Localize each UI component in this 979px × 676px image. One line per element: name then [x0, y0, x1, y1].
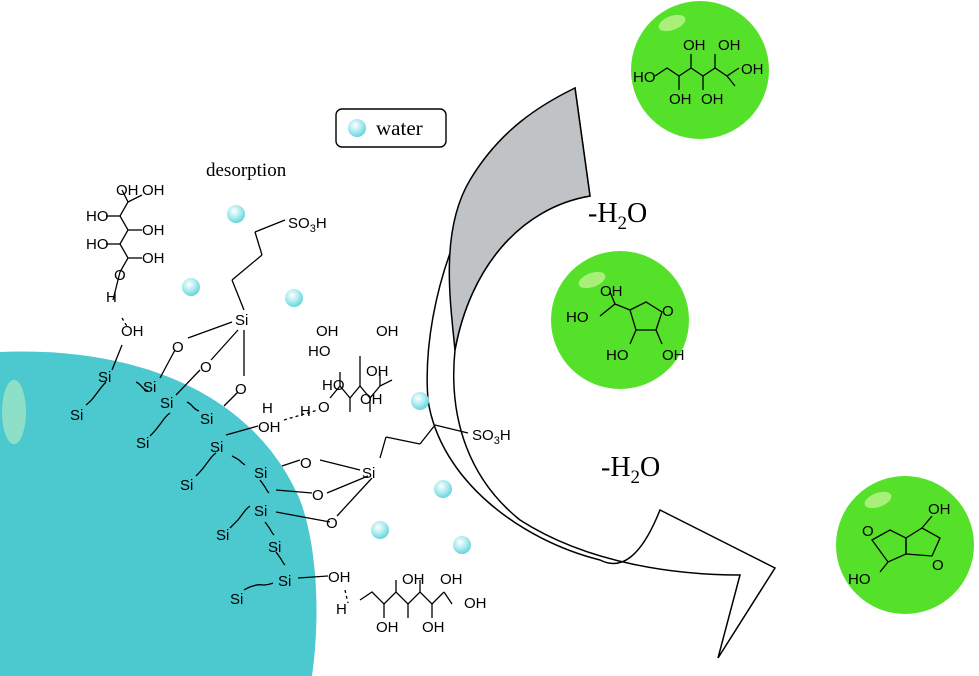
hydroxyl-label: OH — [360, 391, 383, 408]
curved-arrow-shaded — [448, 86, 591, 351]
si-atom: Si — [235, 312, 248, 329]
water-bead — [182, 278, 200, 296]
water-bead — [411, 392, 429, 410]
oxygen-atom: O — [114, 267, 126, 284]
si-atom: Si — [268, 539, 281, 556]
water-legend-label: water — [376, 116, 423, 140]
oxygen-atom: O — [235, 381, 247, 398]
hydroxyl-label: OH — [142, 182, 165, 199]
si-atom: Si — [160, 395, 173, 412]
hydroxyl-label: HO — [308, 343, 331, 360]
oxygen-atom: O — [172, 339, 184, 356]
surface-bonds — [85, 219, 469, 604]
hydroxyl-label: OH — [142, 222, 165, 239]
hydrogen-atom: H — [336, 601, 347, 618]
isosorbide-sphere: O O OH HO — [836, 476, 974, 614]
oxygen-atom: OH — [121, 323, 144, 340]
hydroxyl-label: OH — [402, 571, 425, 588]
hydroxyl-label: OH — [683, 37, 706, 54]
sorbitan-sphere: OH HO O HO OH — [551, 251, 689, 389]
oxygen-atom: O — [326, 515, 338, 532]
oxygen-atom: OH — [258, 419, 281, 436]
hydroxyl-label: HO — [606, 347, 629, 364]
surface-atoms: Si Si Si Si Si Si Si Si Si Si Si Si Si S… — [70, 215, 511, 618]
si-atom: Si — [216, 527, 229, 544]
hydroxyl-label: OH — [366, 363, 389, 380]
si-atom: Si — [230, 591, 243, 608]
sulfonic-group: SO3H — [288, 215, 327, 235]
oxygen-atom: O — [862, 523, 874, 540]
si-atom: Si — [70, 407, 83, 424]
hydroxyl-label: OH — [928, 501, 951, 518]
desorption-label: desorption — [206, 160, 287, 181]
si-atom: Si — [278, 573, 291, 590]
si-atom: Si — [200, 411, 213, 428]
water-bead — [371, 521, 389, 539]
hydrogen-atom: H — [262, 400, 273, 417]
si-atom: Si — [98, 369, 111, 386]
product-highlight — [864, 491, 892, 509]
product-sphere — [836, 476, 974, 614]
hydroxyl-label: HO — [86, 236, 109, 253]
hydroxyl-label: OH — [701, 91, 724, 108]
si-atom: Si — [362, 465, 375, 482]
product-highlight — [658, 14, 686, 32]
oxygen-atom: O — [318, 399, 330, 416]
si-atom: Si — [254, 503, 267, 520]
hydroxyl-label: OH — [440, 571, 463, 588]
hydrogen-atom: H — [300, 403, 311, 420]
hydroxyl-label: OH — [142, 250, 165, 267]
water-bead — [434, 480, 452, 498]
water-molecules — [182, 205, 471, 554]
dehydration-label-2: -H2O — [601, 452, 660, 488]
sorbitol-bottom: OH OH OH OH OH — [359, 571, 487, 636]
si-atom: Si — [143, 379, 156, 396]
oxygen-atom: O — [300, 455, 312, 472]
silica-highlight — [2, 380, 26, 444]
sorbitol-top-left: OH OH HO OH HO OH O — [86, 182, 165, 284]
water-bead — [227, 205, 245, 223]
hydroxyl-label: OH — [741, 61, 764, 78]
product-sphere — [631, 1, 769, 139]
hydroxyl-label: OH — [116, 182, 139, 199]
oxygen-atom: OH — [328, 569, 351, 586]
hydroxyl-label: HO — [848, 571, 871, 588]
sulfonic-group: SO3H — [472, 427, 511, 447]
hydrogen-atom: H — [106, 289, 117, 306]
product-highlight — [578, 271, 606, 289]
si-atom: Si — [180, 477, 193, 494]
hydroxyl-label: OH — [662, 347, 685, 364]
hydroxyl-label: HO — [633, 69, 656, 86]
hydroxyl-label: OH — [669, 91, 692, 108]
si-atom: Si — [136, 435, 149, 452]
hydroxyl-label: OH — [376, 619, 399, 636]
oxygen-atom: O — [932, 557, 944, 574]
hydroxyl-label: OH — [464, 595, 487, 612]
hydroxyl-label: HO — [322, 377, 345, 394]
water-bead — [285, 289, 303, 307]
si-atom: Si — [210, 439, 223, 456]
si-atom: Si — [254, 465, 267, 482]
water-legend-box — [335, 108, 447, 148]
hydroxyl-label: OH — [600, 283, 623, 300]
hydroxyl-label: OH — [718, 37, 741, 54]
oxygen-atom: O — [312, 487, 324, 504]
hydroxyl-label: OH — [316, 323, 339, 340]
water-legend-icon — [348, 119, 366, 137]
sorbitol-sphere: OH OH HO OH OH OH — [631, 1, 769, 139]
water-bead — [453, 536, 471, 554]
dehydration-label-1: -H2O — [588, 198, 647, 234]
oxygen-atom: O — [662, 303, 674, 320]
hydroxyl-label: OH — [422, 619, 445, 636]
sorbitol-middle: OH OH HO OH HO OH — [308, 323, 399, 412]
oxygen-atom: O — [200, 359, 212, 376]
hydroxyl-label: HO — [86, 208, 109, 225]
silica-particle — [0, 351, 317, 676]
hydroxyl-label: OH — [376, 323, 399, 340]
hydroxyl-label: HO — [566, 309, 589, 326]
